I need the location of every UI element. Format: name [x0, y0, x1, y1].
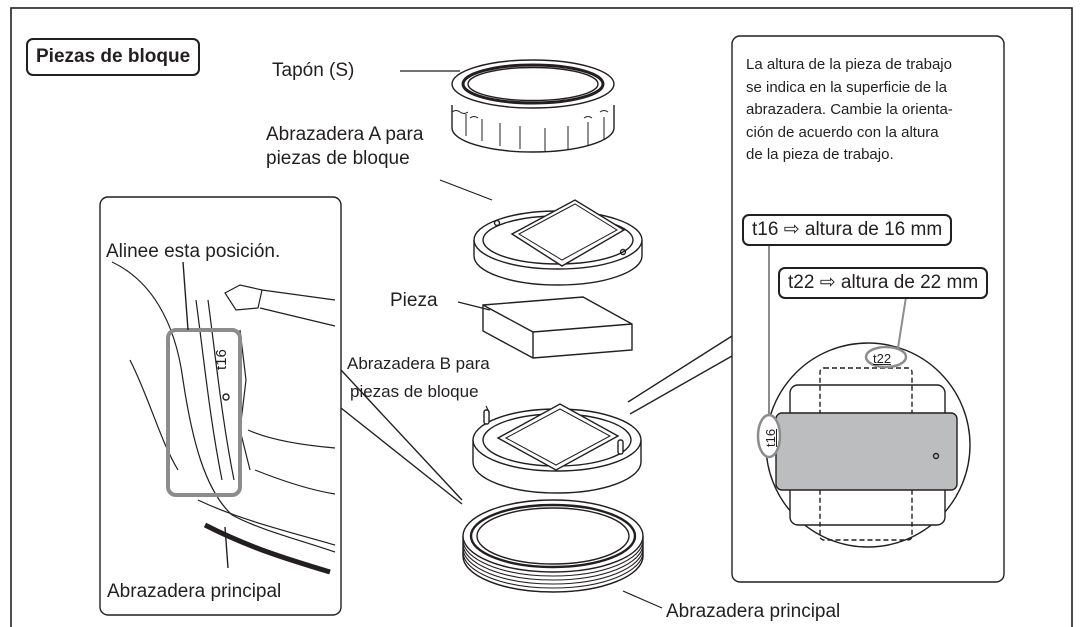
label-abrazadera-a-line1: Abrazadera A para	[266, 124, 424, 145]
label-abrazadera-principal-left: Abrazadera principal	[107, 581, 282, 602]
workpiece-drawing	[482, 296, 633, 359]
label-abrazadera-b-line2: piezas de bloque	[350, 382, 479, 401]
label-tapon: Tapón (S)	[272, 60, 355, 81]
note-line: ción de acuerdo con la altura	[746, 123, 939, 141]
note-line: se indica en la superficie de la	[746, 78, 947, 96]
note-line: La altura de la pieza de trabajo	[746, 56, 952, 73]
label-pieza: Pieza	[390, 290, 438, 311]
note-text: La altura de la pieza de trabajo se indi…	[746, 54, 1004, 167]
clamp-a-drawing	[473, 199, 643, 286]
engraving-t16: t16	[763, 428, 778, 447]
outer-frame	[10, 7, 1073, 627]
clamp-b-drawing	[472, 403, 642, 494]
label-alinee: Alinee esta posición.	[106, 241, 281, 262]
callout-t22: t22 ⇨ altura de 22 mm	[778, 267, 989, 299]
note-line: de la pieza de trabajo.	[746, 146, 894, 163]
left-zoom-panel	[99, 196, 463, 616]
right-info-panel	[627, 35, 1005, 583]
callout-t16: t16 ⇨ altura de 16 mm	[742, 214, 953, 246]
label-abrazadera-b-line1: Abrazadera B para	[347, 354, 490, 373]
engraving-t16-zoom: t16	[213, 349, 230, 370]
cap-s-drawing	[451, 59, 615, 153]
label-abrazadera-a-line2: piezas de bloque	[266, 148, 410, 169]
page-title: Piezas de bloque	[26, 38, 201, 76]
label-abrazadera-principal-bottom: Abrazadera principal	[666, 601, 841, 622]
main-clamp-drawing	[462, 499, 644, 593]
note-line: abrazadera. Cambie la orienta-	[746, 101, 953, 118]
engraving-t22: t22	[873, 351, 892, 366]
leader-lines	[400, 70, 663, 609]
